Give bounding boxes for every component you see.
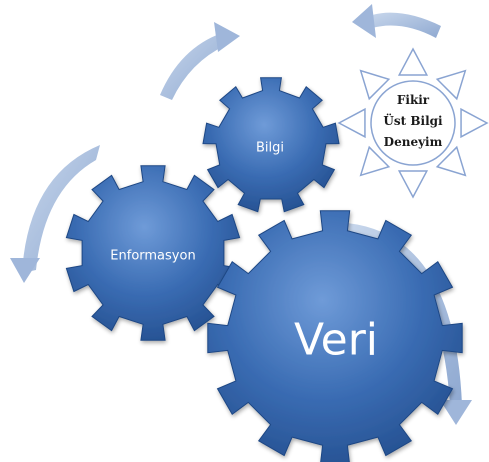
curved-arrow-icon [10, 145, 100, 283]
gear-bilgi [202, 77, 340, 213]
gear-shape [202, 77, 340, 213]
sun-ray [337, 107, 366, 139]
sun-core [370, 80, 456, 166]
curved-arrow-icon [352, 4, 441, 38]
sun-text-block: Fikir Üst Bilgi Deneyim [383, 93, 443, 149]
sun-ray [397, 47, 429, 76]
sun-ray [359, 69, 391, 101]
gear-label-bilgi: Bilgi [256, 141, 284, 156]
gear-veri [207, 210, 463, 462]
sun-burst-icon [337, 47, 489, 199]
gear-label-veri: Veri [294, 315, 378, 366]
sun-line-3: Deneyim [384, 135, 443, 149]
sun-ray [359, 145, 391, 177]
sun-ray [460, 107, 489, 139]
sun-line-1: Fikir [397, 93, 430, 107]
sun-line-2: Üst Bilgi [383, 112, 443, 128]
gear-label-enformasyon: Enformasyon [110, 249, 195, 264]
gear-shape [65, 165, 241, 341]
sun-ray [397, 170, 429, 199]
gear-enformasyon [65, 165, 241, 341]
gear-shape [207, 210, 463, 462]
sun-ray [435, 145, 467, 177]
curved-arrow-icon [160, 22, 240, 100]
sun-ray [435, 69, 467, 101]
